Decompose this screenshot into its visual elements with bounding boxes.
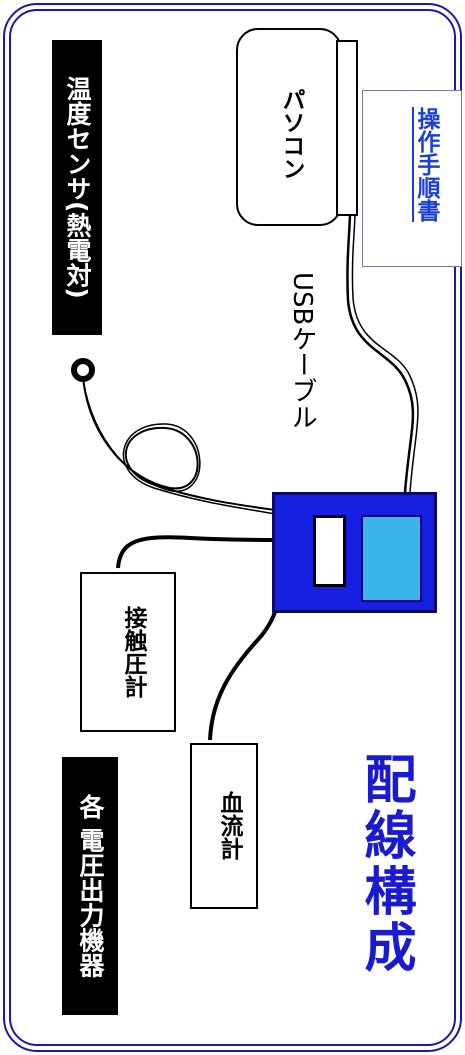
inner-frame [9,9,456,1046]
manual-link[interactable]: 操作手順書 [413,107,439,222]
data-logger-device [272,492,437,613]
blood-flow-meter-box: 血流計 [190,743,258,909]
manometer-cable [116,535,276,569]
page-title: 配線構成 [355,752,415,976]
pc-label: パソコン [278,88,304,180]
pc-stand [336,40,358,216]
usb-cable-line-1 [346,211,415,493]
outer-frame [3,3,462,1052]
blood-flow-meter-label: 血流計 [216,791,242,860]
voltage-devices-text: 各 電圧出力機器 [76,794,105,978]
manual-box: 操作手順書 [362,90,462,267]
thermocouple-wire-2 [82,377,276,515]
usb-cable-label: USBケーブル [287,272,317,430]
device-display [313,515,346,587]
pc-box: パソコン [236,28,342,226]
bloodflow-cable [208,599,280,741]
temperature-sensor-label: 温度センサ(熱電対) [52,40,102,335]
usb-cable-line-2 [351,211,419,493]
thermocouple-tip [71,358,95,382]
contact-manometer-box: 接触圧計 [80,572,176,732]
thermocouple-wire [82,377,276,511]
device-panel [361,515,422,602]
temperature-sensor-text: 温度センサ(熱電対) [63,76,92,299]
contact-manometer-label: 接触圧計 [120,606,146,698]
voltage-devices-label: 各 電圧出力機器 [62,757,118,1015]
